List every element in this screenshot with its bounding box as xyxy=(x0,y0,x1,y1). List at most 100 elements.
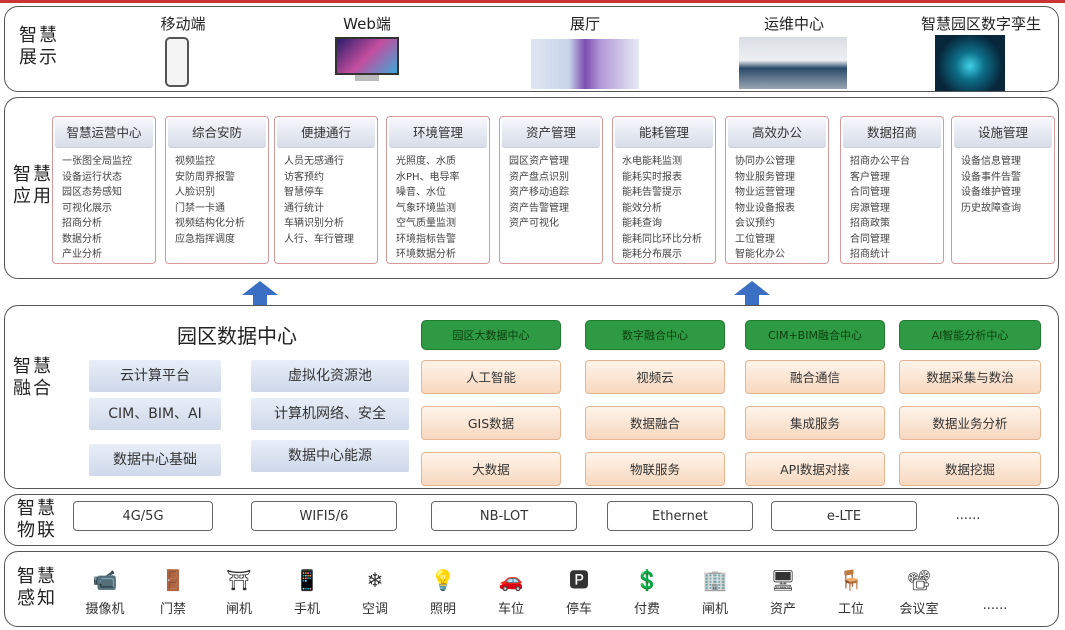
app-card-item: 访客预约 xyxy=(284,171,324,183)
app-card-title: 设施管理 xyxy=(954,119,1052,148)
app-card-title: 资产管理 xyxy=(502,119,600,148)
display-title: Web端 xyxy=(343,15,391,33)
app-card-item: 视频结构化分析 xyxy=(175,218,245,229)
app-card: 智慧运营中心一张图全局监控设备运行状态园区态势感知可视化展示招商分析数据分析产业… xyxy=(52,116,156,264)
sense-device: 📹摄像机 xyxy=(77,566,133,617)
data-center-title: 园区数据中心 xyxy=(177,324,297,348)
app-card-item: 数据分析 xyxy=(62,233,102,245)
dc-energy-box: 数据中心能源 xyxy=(251,440,409,472)
app-card-item: 安防周界报警 xyxy=(175,171,235,183)
display-title: 移动端 xyxy=(160,15,206,33)
light-icon: 💡 xyxy=(430,568,456,592)
app-card-item: 设备运行状态 xyxy=(62,171,122,183)
parking-car-icon: 🚗 xyxy=(498,568,524,592)
app-card-item: 水PH、电导率 xyxy=(396,171,460,183)
fusion-layer: 智慧融合 园区数据中心 云计算平台 虚拟化资源池 CIM、BIM、AI 计算机网… xyxy=(4,305,1059,489)
app-card-item: 应急指挥调度 xyxy=(175,233,235,245)
up-arrow-left-stem xyxy=(253,295,267,305)
network-type-box: e-LTE xyxy=(771,501,917,531)
app-card-list: 设备信息管理设备事件告警设备维护管理历史故障查询 xyxy=(952,150,1054,216)
app-card-item: 资产盘点识别 xyxy=(509,171,569,183)
app-card-item: 水电能耗监测 xyxy=(622,156,682,167)
app-card-list: 水电能耗监测能耗实时报表能耗告警提示能效分析能耗查询能耗同比环比分析能耗分布展示 xyxy=(613,150,715,263)
app-card-item: 会议预约 xyxy=(735,218,775,229)
camera-icon: 📹 xyxy=(92,568,118,592)
sense-device-label: 车位 xyxy=(497,602,524,617)
app-card-list: 一张图全局监控设备运行状态园区态势感知可视化展示招商分析数据分析产业分析 xyxy=(53,150,155,263)
sense-device: 💡照明 xyxy=(415,566,471,617)
app-card-item: 视频监控 xyxy=(175,156,215,167)
sense-device: 📱手机 xyxy=(279,566,335,617)
app-card-item: 合同管理 xyxy=(850,233,890,245)
app-card-item: 招商办公平台 xyxy=(850,156,910,167)
sense-device: 🏢闸机 xyxy=(687,566,743,617)
app-card-item: 物业设备报表 xyxy=(735,202,795,214)
app-card-title: 能耗管理 xyxy=(615,119,713,148)
ops-center-picture xyxy=(739,37,847,89)
fusion-service-box: 数据采集与数治 xyxy=(899,360,1041,394)
app-card-item: 智慧停车 xyxy=(284,187,324,198)
app-card-item: 产业分析 xyxy=(62,249,102,260)
app-card-item: 空气质量监测 xyxy=(396,218,456,229)
fusion-service-box: GIS数据 xyxy=(421,406,561,440)
network-type-box: Ethernet xyxy=(607,501,753,531)
fusion-service-box: 集成服务 xyxy=(745,406,885,440)
app-card-title: 综合安防 xyxy=(168,119,266,148)
app-card-item: 资产可视化 xyxy=(509,218,559,229)
app-card-item: 历史故障查询 xyxy=(961,202,1021,214)
fusion-center-head: AI智能分析中心 xyxy=(899,320,1041,350)
app-card-item: 房源管理 xyxy=(850,202,890,214)
display-title: 智慧园区数字孪生 xyxy=(920,15,1041,33)
monitor-stand xyxy=(355,75,379,81)
cloud-platform-box: 云计算平台 xyxy=(89,360,221,392)
sense-device-label: 工位 xyxy=(837,602,864,617)
sense-device-label: 资产 xyxy=(769,602,796,617)
air-conditioner-icon: ❄ xyxy=(366,568,384,592)
app-card-item: 人行、车行管理 xyxy=(284,233,354,245)
fusion-service-box: 物联服务 xyxy=(585,452,725,486)
fusion-service-box: 人工智能 xyxy=(421,360,561,394)
top-accent-line xyxy=(0,0,1065,3)
app-card-item: 招商分析 xyxy=(62,218,102,229)
display-ops-center: 运维中心 xyxy=(749,13,839,34)
sense-device: 🚗 车位 xyxy=(483,566,539,617)
fusion-service-box: 数据融合 xyxy=(585,406,725,440)
app-card: 高效办公协同办公管理物业服务管理物业运营管理物业设备报表会议预约工位管理智能化办… xyxy=(725,116,829,264)
sense-device: 🪑 工位 xyxy=(823,566,879,617)
phone-picture xyxy=(165,37,189,87)
gate-icon: ⛩ xyxy=(226,568,252,592)
display-layer-label: 智慧展示 xyxy=(19,25,59,68)
app-card-item: 物业运营管理 xyxy=(735,187,795,198)
sense-device: ⛩闸机 xyxy=(211,566,267,617)
sense-device-label: 停车 xyxy=(565,602,592,617)
app-card-item: 气象环境监测 xyxy=(396,202,456,214)
sense-device: 💲付费 xyxy=(619,566,675,617)
app-card-item: 环境数据分析 xyxy=(396,249,456,260)
app-card-item: 人员无感通行 xyxy=(284,156,344,167)
door-icon: 🚪 xyxy=(160,568,186,592)
fusion-service-box: 数据业务分析 xyxy=(899,406,1041,440)
sense-device-label: 付费 xyxy=(633,602,660,617)
app-card-item: 招商政策 xyxy=(850,218,890,229)
showroom-picture xyxy=(531,39,639,89)
sense-device-label: 闸机 xyxy=(701,602,728,617)
display-title: 展厅 xyxy=(569,15,600,33)
workstation-icon: 🪑 xyxy=(838,568,864,592)
app-card-item: 人脸识别 xyxy=(175,187,215,198)
app-card-item: 门禁一卡通 xyxy=(175,202,225,214)
app-card: 便捷通行人员无感通行访客预约智慧停车通行统计车辆识别分析人行、车行管理 xyxy=(274,116,378,264)
fusion-service-box: 融合通信 xyxy=(745,360,885,394)
app-card: 综合安防视频监控安防周界报警人脸识别门禁一卡通视频结构化分析应急指挥调度 xyxy=(165,116,269,264)
sense-device-label: 门禁 xyxy=(159,602,186,617)
display-digital-twin: 智慧园区数字孪生 xyxy=(913,13,1049,34)
apps-layer: 智慧应用 智慧运营中心一张图全局监控设备运行状态园区态势感知可视化展示招商分析数… xyxy=(4,97,1059,279)
sense-device: 📽会议室 xyxy=(891,566,947,617)
fusion-service-box: API数据对接 xyxy=(745,452,885,486)
app-card-item: 环境指标告警 xyxy=(396,233,456,245)
apps-layer-label: 智慧应用 xyxy=(13,164,53,207)
sense-device-label: 会议室 xyxy=(899,602,939,617)
fusion-service-box: 数据挖掘 xyxy=(899,452,1041,486)
display-web: Web端 xyxy=(327,13,407,34)
sense-layer-label: 智慧感知 xyxy=(17,566,57,609)
app-card-list: 协同办公管理物业服务管理物业运营管理物业设备报表会议预约工位管理智能化办公 xyxy=(726,150,828,263)
